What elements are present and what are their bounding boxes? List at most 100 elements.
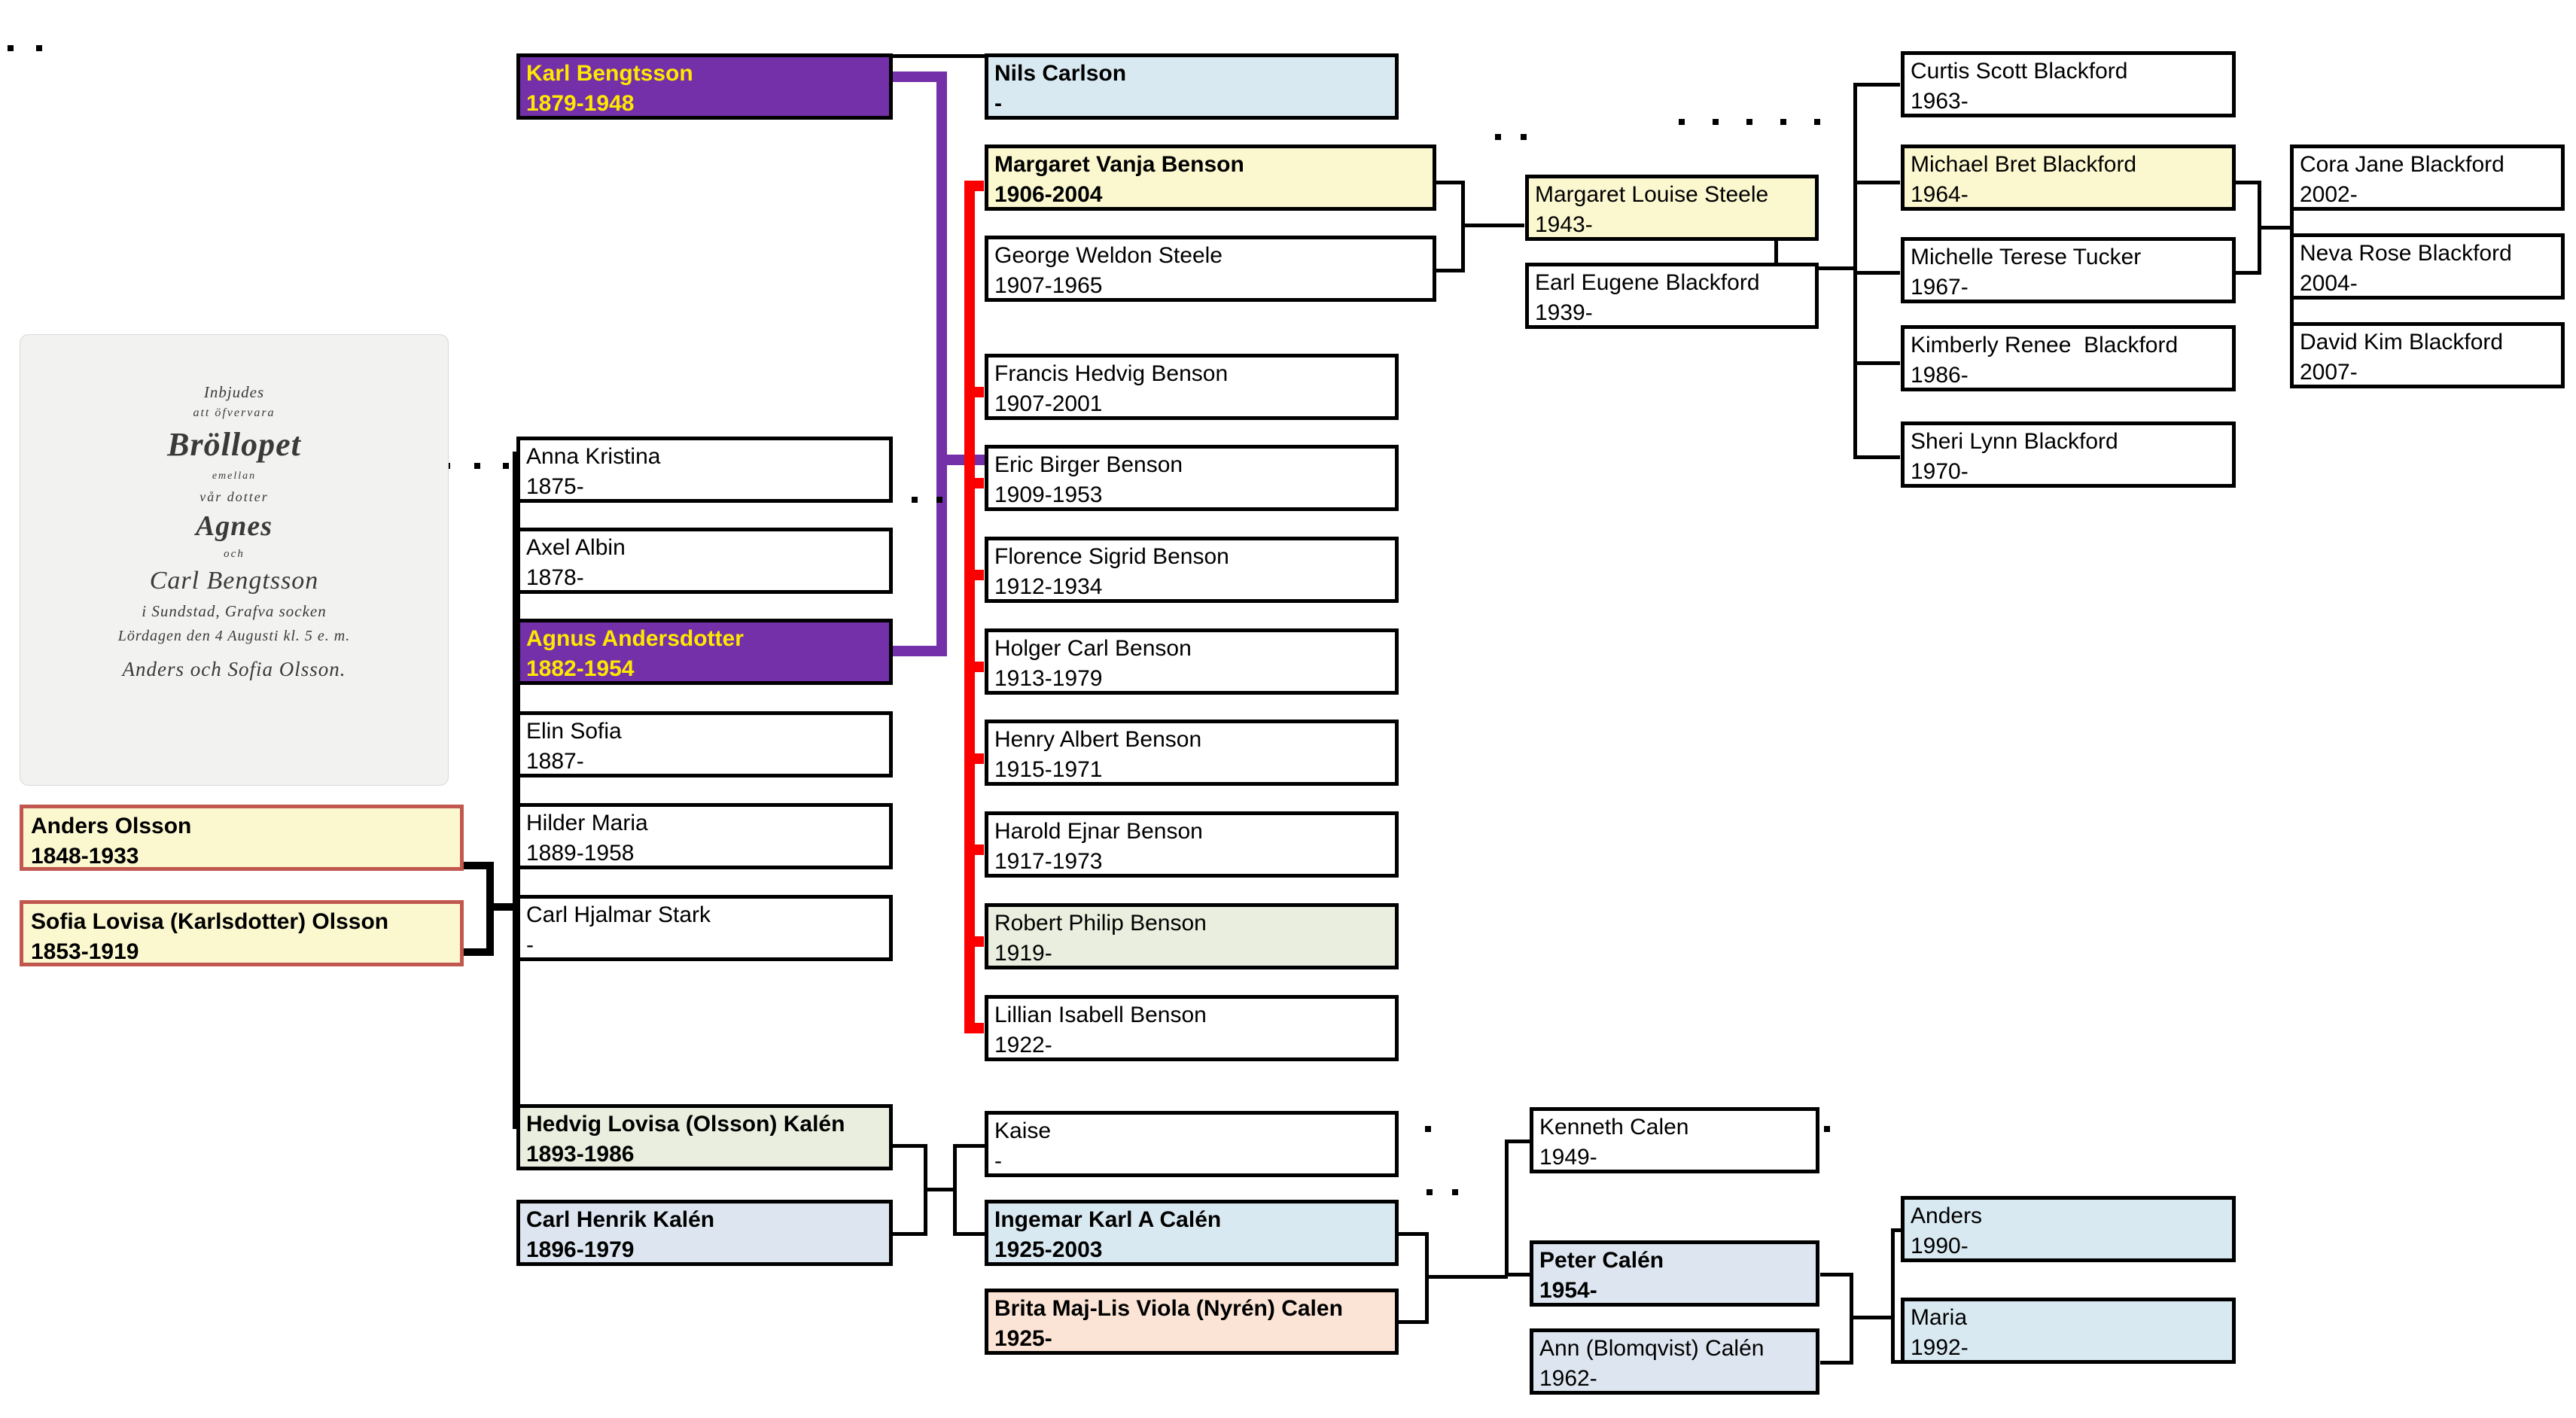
line-blackford-child-michelle (1853, 271, 1900, 275)
person-box-ann-blomqvist-calen[interactable]: Ann (Blomqvist) Calén 1962- (1530, 1328, 1819, 1395)
person-box-margaret-louise-steele[interactable]: Margaret Louise Steele 1943- (1525, 175, 1819, 241)
dots-olsson-left (444, 463, 512, 469)
person-name: Kenneth Calen (1539, 1115, 1689, 1140)
line-benson-stub-francis (964, 387, 984, 397)
person-box-henry-albert-benson[interactable]: Henry Albert Benson 1915-1971 (985, 720, 1399, 786)
person-box-carl-henrik-kalen[interactable]: Carl Henrik Kalén 1896-1979 (516, 1200, 893, 1266)
person-box-harold-ejnar-benson[interactable]: Harold Ejnar Benson 1917-1973 (985, 811, 1399, 878)
person-box-maria-calen[interactable]: Maria 1992- (1901, 1298, 2236, 1364)
person-name: Anders Olsson (31, 814, 192, 838)
person-box-earl-eugene-blackford[interactable]: Earl Eugene Blackford 1939- (1525, 263, 1819, 329)
person-name: Anders (1911, 1203, 1983, 1228)
person-box-sofia-lovisa-olsson[interactable]: Sofia Lovisa (Karlsdotter) Olsson 1853-1… (20, 900, 464, 966)
person-box-brita-maj-lis-viola-calen[interactable]: Brita Maj-Lis Viola (Nyrén) Calen 1925- (985, 1289, 1399, 1355)
person-name: Carl Hjalmar Stark (526, 902, 711, 927)
person-box-cora-jane-blackford[interactable]: Cora Jane Blackford 2002- (2290, 145, 2565, 211)
person-dates: 1963- (1911, 89, 1969, 114)
person-box-kenneth-calen[interactable]: Kenneth Calen 1949- (1530, 1107, 1819, 1173)
person-box-anders-olsson[interactable]: Anders Olsson 1848-1933 (20, 805, 464, 871)
person-name: Michelle Terese Tucker (1911, 245, 2142, 269)
person-box-neva-rose-blackford[interactable]: Neva Rose Blackford 2004- (2290, 233, 2565, 300)
person-box-axel-albin[interactable]: Axel Albin 1878- (516, 528, 893, 594)
line-peter-couple-bottom (1820, 1361, 1853, 1365)
line-benson-stub-florence (964, 570, 984, 580)
line-peter-couple-out (1850, 1316, 1895, 1319)
person-dates: 1879-1948 (526, 91, 635, 116)
person-name: Curtis Scott Blackford (1911, 59, 2128, 84)
person-box-agnus-andersdotter[interactable]: Agnus Andersdotter 1882-1954 (516, 619, 893, 685)
line-mb-couple-out (2258, 226, 2294, 230)
person-dates: 1907-2001 (994, 391, 1103, 416)
person-box-nils-carlson[interactable]: Nils Carlson - (985, 53, 1399, 120)
person-box-george-weldon-steele[interactable]: George Weldon Steele 1907-1965 (985, 236, 1436, 302)
person-dates: 1925-2003 (994, 1237, 1103, 1262)
person-box-michael-bret-blackford[interactable]: Michael Bret Blackford 1964- (1901, 145, 2236, 211)
person-box-hilder-maria[interactable]: Hilder Maria 1889-1958 (516, 803, 893, 869)
person-box-curtis-scott-blackford[interactable]: Curtis Scott Blackford 1963- (1901, 51, 2236, 117)
person-name: Cora Jane Blackford (2300, 152, 2504, 177)
person-dates: 1853-1919 (31, 939, 139, 964)
person-box-eric-birger-benson[interactable]: Eric Birger Benson 1909-1953 (985, 445, 1399, 511)
person-box-anna-kristina[interactable]: Anna Kristina 1875- (516, 437, 893, 503)
person-box-elin-sofia[interactable]: Elin Sofia 1887- (516, 711, 893, 777)
line-steele-couple-top (1427, 181, 1465, 184)
person-name: Henry Albert Benson (994, 727, 1202, 752)
line-benson-stub-holger (964, 662, 984, 672)
person-box-margaret-vanja-benson[interactable]: Margaret Vanja Benson 1906-2004 (985, 145, 1436, 211)
dots-blackford-gap (1679, 119, 1859, 125)
person-dates: 2004- (2300, 271, 2358, 296)
invitation-line-1: Inbjudes (203, 383, 265, 401)
person-dates: 1970- (1911, 459, 1969, 484)
person-dates: 1909-1953 (994, 482, 1103, 507)
person-dates: 1882-1954 (526, 656, 635, 681)
line-calen-child-peter (1505, 1273, 1533, 1277)
invitation-line-7: och (224, 548, 245, 560)
line-kalen-child-kaise (953, 1144, 985, 1148)
line-couple-purple-vertical (936, 72, 947, 656)
person-name: Nils Carlson (994, 61, 1127, 86)
person-box-david-kim-blackford[interactable]: David Kim Blackford 2007- (2290, 322, 2565, 388)
person-name: George Weldon Steele (994, 243, 1223, 268)
person-box-sheri-lynn-blackford[interactable]: Sheri Lynn Blackford 1970- (1901, 421, 2236, 488)
person-dates: 1913-1979 (994, 666, 1103, 691)
person-dates: 1962- (1539, 1366, 1597, 1391)
person-box-carl-hjalmar-stark[interactable]: Carl Hjalmar Stark - (516, 895, 893, 961)
invitation-line-5: vår dotter (199, 489, 269, 504)
line-benson-stub-robert (964, 936, 984, 947)
person-box-lillian-isabell-benson[interactable]: Lillian Isabell Benson 1922- (985, 995, 1399, 1061)
person-box-kimberly-renee-blackford[interactable]: Kimberly Renee Blackford 1986- (1901, 325, 2236, 391)
line-benson-stub-eric (964, 478, 984, 488)
line-mb-couple-top (2233, 181, 2261, 184)
person-dates: 1875- (526, 474, 584, 499)
person-box-robert-philip-benson[interactable]: Robert Philip Benson 1919- (985, 903, 1399, 969)
line-olsson-couple-out (486, 903, 519, 911)
person-name: Agnus Andersdotter (526, 626, 744, 651)
person-box-anders-calen[interactable]: Anders 1990- (1901, 1196, 2236, 1262)
person-box-michelle-terese-tucker[interactable]: Michelle Terese Tucker 1967- (1901, 237, 2236, 303)
person-dates: 2007- (2300, 360, 2358, 385)
person-name: Axel Albin (526, 535, 626, 560)
line-peter-children-spine (1891, 1228, 1895, 1364)
person-box-francis-hedvig-benson[interactable]: Francis Hedvig Benson 1907-2001 (985, 354, 1399, 420)
invitation-line-4: emellan (212, 470, 257, 482)
person-dates: 1919- (994, 941, 1052, 966)
person-dates: 1967- (1911, 275, 1969, 300)
person-dates: 1943- (1535, 212, 1593, 237)
person-box-holger-carl-benson[interactable]: Holger Carl Benson 1913-1979 (985, 628, 1399, 695)
line-benson-spine (964, 181, 975, 1033)
person-dates: 1915-1971 (994, 757, 1103, 782)
person-name: Francis Hedvig Benson (994, 361, 1229, 386)
person-dates: 1896-1979 (526, 1237, 635, 1262)
person-box-hedvig-lovisa-kalen[interactable]: Hedvig Lovisa (Olsson) Kalén 1893-1986 (516, 1104, 893, 1170)
person-box-peter-calen[interactable]: Peter Calén 1954- (1530, 1240, 1819, 1307)
person-dates: 1917-1973 (994, 849, 1103, 874)
person-dates: 1893-1986 (526, 1142, 635, 1167)
person-box-karl-bengtsson[interactable]: Karl Bengtsson 1879-1948 (516, 53, 893, 120)
person-box-florence-sigrid-benson[interactable]: Florence Sigrid Benson 1912-1934 (985, 537, 1399, 603)
person-box-ingemar-karl-a-calen[interactable]: Ingemar Karl A Calén 1925-2003 (985, 1200, 1399, 1266)
person-box-kaise[interactable]: Kaise - (985, 1111, 1399, 1177)
person-name: Kaise (994, 1118, 1052, 1143)
line-blackford-child-curtis (1853, 83, 1900, 87)
person-name: Ingemar Karl A Calén (994, 1207, 1222, 1232)
line-kalen-child-ingemar (953, 1232, 985, 1236)
